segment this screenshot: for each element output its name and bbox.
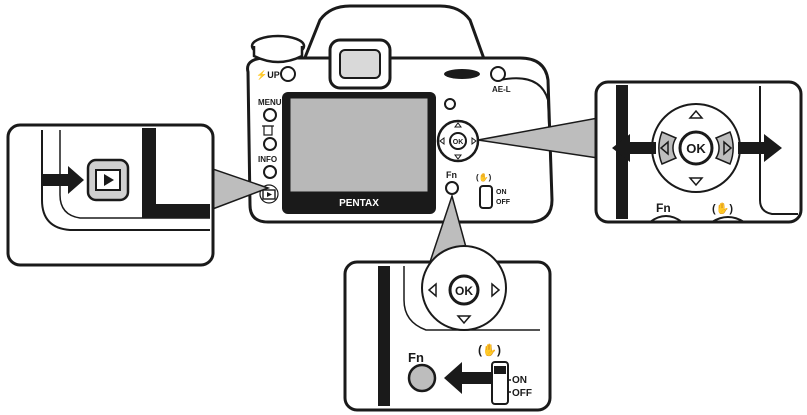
- fn-label: Fn: [446, 170, 457, 180]
- on-label: ON: [496, 189, 507, 196]
- fn-button[interactable]: [445, 181, 459, 195]
- off-label-zoom: OFF: [512, 388, 532, 399]
- ok-label: OK: [453, 139, 464, 146]
- callout-left: [6, 123, 215, 267]
- arrow-up-icon: [688, 109, 704, 119]
- ae-lock-label: AE-L: [492, 85, 511, 94]
- press-arrow-icon: [42, 166, 84, 194]
- press-left-arrow-icon: [612, 134, 656, 162]
- arrow-left-icon: [427, 282, 437, 298]
- on-label-zoom: ON: [512, 375, 527, 386]
- brand-label: PENTAX: [339, 198, 379, 209]
- arrow-down-icon: [688, 177, 704, 187]
- menu-button[interactable]: [263, 108, 277, 122]
- fn-label-zoom: Fn: [408, 350, 424, 365]
- arrow-right-icon: [723, 140, 733, 156]
- press-arrow-icon: [444, 362, 496, 394]
- info-button[interactable]: [263, 165, 277, 179]
- arrow-left-icon: [439, 137, 445, 145]
- ok-label-zoom: OK: [455, 284, 473, 298]
- off-label: OFF: [496, 199, 511, 206]
- ok-label-zoom: OK: [686, 141, 706, 156]
- camera-body: AE-L ⚡UP PENTAX MENU INFO OK: [246, 4, 554, 224]
- delete-icon: [262, 125, 274, 136]
- playback-button[interactable]: [259, 184, 279, 204]
- arrow-right-icon: [491, 282, 501, 298]
- fn-button-zoom[interactable]: [407, 363, 437, 393]
- arrow-down-icon: [456, 315, 472, 325]
- info-label: INFO: [258, 155, 277, 164]
- flash-up-label: ⚡UP: [256, 69, 280, 81]
- fn-label-zoom: Fn: [656, 201, 671, 215]
- callout-right: OK Fn (✋): [594, 80, 803, 224]
- callout-bottom: OK Fn (✋) ON OFF: [343, 245, 552, 412]
- shake-reduction-label-zoom: (✋): [478, 343, 501, 357]
- delete-button[interactable]: [263, 137, 277, 151]
- playback-icon: [104, 174, 114, 186]
- menu-label: MENU: [258, 98, 282, 107]
- press-right-arrow-icon: [738, 134, 782, 162]
- arrow-left-icon: [659, 140, 669, 156]
- ok-button[interactable]: [449, 132, 467, 150]
- shake-reduction-label-zoom: (✋): [712, 202, 733, 215]
- flash-up-button[interactable]: [280, 66, 296, 82]
- shake-reduction-label: (✋): [476, 172, 492, 182]
- playback-icon: [262, 189, 276, 200]
- arrow-right-icon: [471, 137, 477, 145]
- ok-button-zoom[interactable]: [448, 274, 480, 306]
- lcd-screen: [289, 97, 429, 193]
- ok-button-zoom[interactable]: [678, 130, 714, 166]
- arrow-up-icon: [454, 122, 462, 128]
- arrow-down-icon: [454, 154, 462, 160]
- shake-reduction-switch[interactable]: [479, 185, 493, 209]
